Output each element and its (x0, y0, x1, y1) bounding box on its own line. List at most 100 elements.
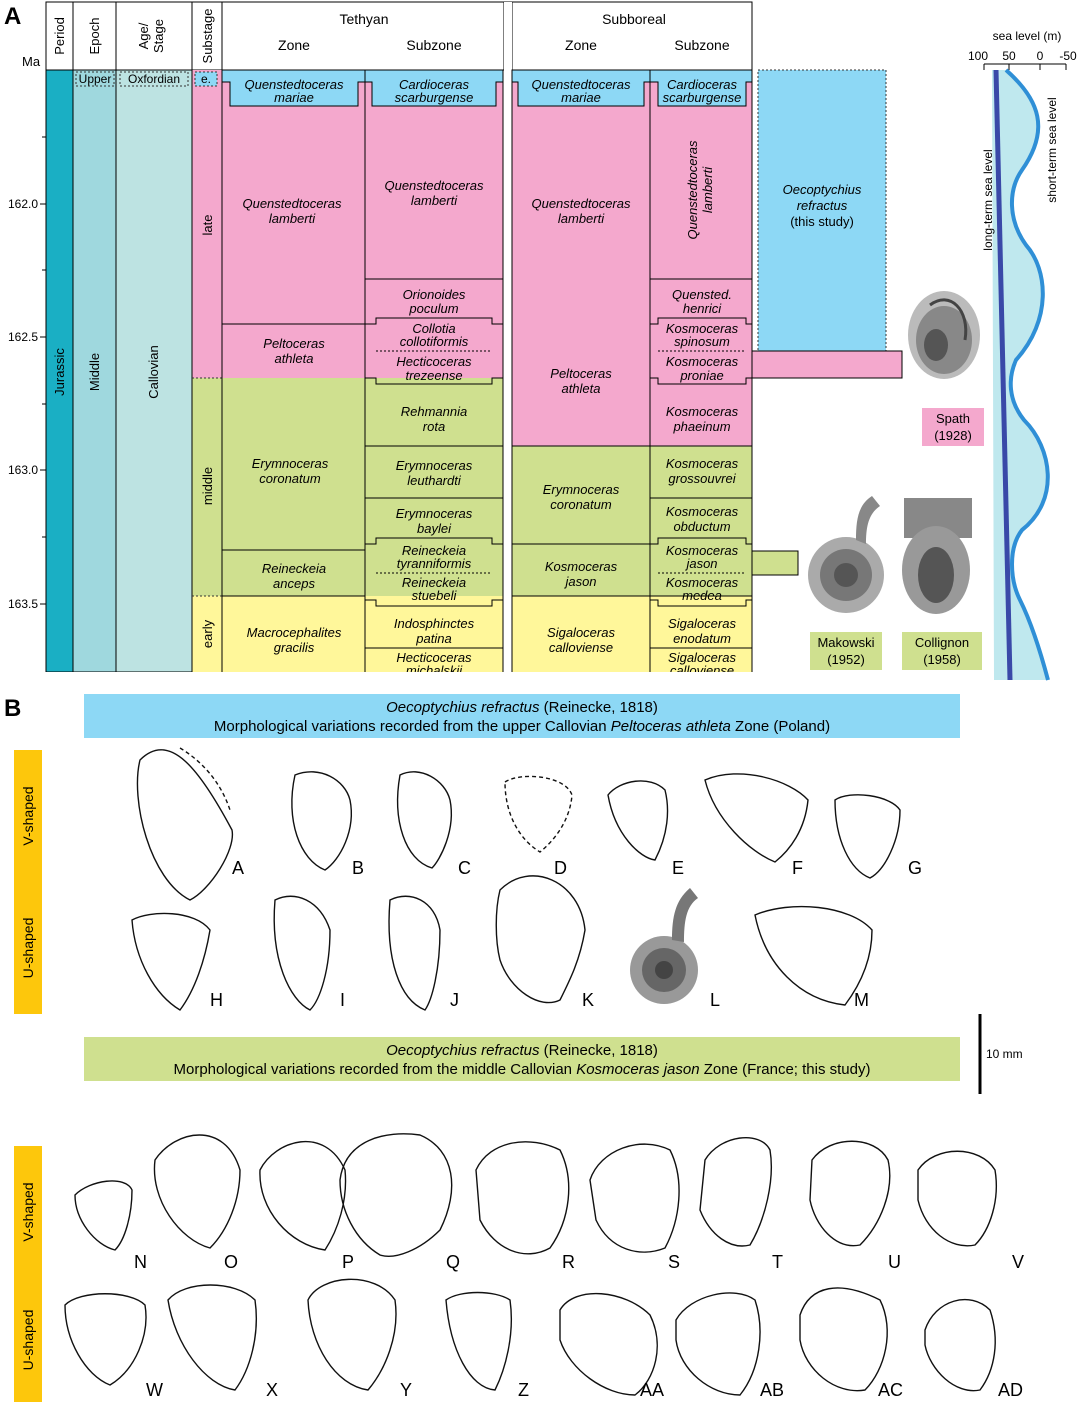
specimen-U: U (888, 1252, 901, 1272)
specimen-A: A (232, 858, 244, 878)
specimen-O: O (224, 1252, 238, 1272)
specimen-N: N (134, 1252, 147, 1272)
subboreal-subzone-9-2: medea (682, 588, 722, 603)
tethyan-subzone-2-2: poculum (408, 301, 458, 316)
substage-early: early (200, 619, 215, 648)
makowski-ref-box (810, 632, 882, 670)
specimen-Y: Y (400, 1380, 412, 1400)
tethyan-subzone-4-1: Hecticoceras (396, 354, 472, 369)
subboreal-subzone-6-2: grossouvrei (668, 471, 736, 486)
subboreal-subzone-2-1: Quensted. (672, 287, 732, 302)
tethyan-subzone-7-1: Erymnoceras (396, 506, 473, 521)
oecoptychius-l2: refractus (797, 198, 848, 213)
tethyan-subzone-8-1: Reineckeia (402, 543, 466, 558)
subboreal-zone-2-2: athleta (561, 381, 600, 396)
banner-france-line2a: Morphological variations recorded from t… (173, 1061, 576, 1078)
banner-poland-line2c: Zone (Poland) (731, 718, 830, 735)
tethyan-subzone-8-2: tyranniformis (397, 556, 472, 571)
header-tethyan-zone: Zone (278, 37, 310, 53)
subboreal-subzone-11-1: Sigaloceras (668, 650, 736, 665)
specimen-S: S (668, 1252, 680, 1272)
tick-162-5: 162.5 (8, 330, 38, 344)
tethyan-zone-anceps-1: Reineckeia (262, 561, 326, 576)
short-term-label: short-term sea level (1045, 97, 1059, 202)
subboreal-subzone-3-1: Kosmoceras (666, 321, 739, 336)
header-substage: Substage (200, 9, 215, 64)
specimen-P: P (342, 1252, 354, 1272)
banner-france (84, 1037, 960, 1081)
specimen-X: X (266, 1380, 278, 1400)
spath-ref-box (922, 408, 984, 446)
tethyan-subzone-1-2: lamberti (411, 193, 458, 208)
substage-e: e. (201, 72, 211, 86)
panel-b-label: B (4, 695, 21, 722)
specimen-F: F (792, 858, 803, 878)
tethyan-zone-mariae-1: Quenstedtoceras (244, 77, 344, 92)
banner-poland-line2a: Morphological variations recorded from t… (214, 718, 611, 735)
specimen-M: M (854, 990, 869, 1010)
tethyan-subzone-6-2: leuthardti (407, 473, 462, 488)
subboreal-subzone-8-2: jason (684, 556, 717, 571)
tethyan-subzone-0-2: scarburgense (395, 90, 474, 105)
ma-label: Ma (22, 54, 41, 69)
tethyan-subzone-3-2: collotiformis (400, 334, 469, 349)
tick-163-5: 163.5 (8, 597, 38, 611)
oecoptychius-l3: (this study) (790, 214, 854, 229)
subboreal-subzone-1-2: lamberti (700, 166, 715, 213)
epoch-label: Middle (87, 353, 102, 391)
specimen-D: D (554, 858, 567, 878)
sea-tick-0: 0 (1037, 49, 1044, 63)
makowski-year: (1952) (827, 652, 865, 667)
header-tethyan: Tethyan (339, 11, 388, 27)
banner-france-line2c: Zone (France; this study) (700, 1061, 871, 1078)
spath-name: Spath (936, 411, 970, 426)
specimen-Z: Z (518, 1380, 529, 1400)
tethyan-zone-coronatum-1: Erymnoceras (252, 456, 329, 471)
tethyan-zone-gracilis-1: Macrocephalites (247, 625, 342, 640)
subboreal-zone-3-1: Erymnoceras (543, 482, 620, 497)
specimen-AD: AD (998, 1380, 1023, 1400)
subboreal-subzone-10-1: Sigaloceras (668, 616, 736, 631)
subboreal-subzone-5-2: phaeinum (672, 419, 730, 434)
panel-a-label: A (4, 3, 21, 30)
subboreal-subzone-9-1: Kosmoceras (666, 575, 739, 590)
makowski-name: Makowski (817, 635, 874, 650)
specimen-B: B (352, 858, 364, 878)
subboreal-subzone-7-2: obductum (673, 519, 730, 534)
svg-text:Oecoptychius refractus (Reinec: Oecoptychius refractus (Reinecke, 1818) (386, 1042, 658, 1059)
long-term-sea-level-line (993, 69, 1013, 681)
stage-column (115, 69, 193, 673)
specimen-J: J (450, 990, 459, 1010)
subboreal-zone-0-1: Quenstedtoceras (531, 77, 631, 92)
period-label: Jurassic (52, 348, 67, 396)
subboreal-subzone-0-2: scarburgense (663, 90, 742, 105)
header-age1: Age/ (136, 22, 151, 49)
banner-poland-species: Oecoptychius refractus (386, 699, 540, 716)
specimen-E: E (672, 858, 684, 878)
tethyan-subzone-6-1: Erymnoceras (396, 458, 473, 473)
u-shaped-label-1: U-shaped (20, 918, 36, 979)
subboreal-subzone-0-1: Cardioceras (667, 77, 738, 92)
svg-text:Morphological variations recor: Morphological variations recorded from t… (214, 718, 830, 735)
collignon-ref-box (902, 632, 982, 670)
specimen-H: H (210, 990, 223, 1010)
v-shaped-label-1: V-shaped (20, 786, 36, 845)
header-period: Period (52, 17, 67, 55)
tethyan-subzone-2-1: Orionoides (403, 287, 466, 302)
collignon-name: Collignon (915, 635, 969, 650)
sea-tick-100: 100 (968, 49, 988, 63)
specimen-G: G (908, 858, 922, 878)
tethyan-zone-lamberti-1: Quenstedtoceras (242, 196, 342, 211)
tethyan-zone-mariae-2: mariae (274, 90, 314, 105)
tethyan-subzone-1-1: Quenstedtoceras (384, 178, 484, 193)
collignon-year: (1958) (923, 652, 961, 667)
subboreal-subzone-4-2: proniae (679, 368, 723, 383)
tethyan-subzone-11-1: Hecticoceras (396, 650, 472, 665)
header-epoch: Epoch (87, 18, 102, 55)
subboreal-subzone-2-2: henrici (683, 301, 722, 316)
subboreal-zone-5-2: calloviense (549, 640, 613, 655)
oecoptychius-range-box (757, 69, 887, 353)
banner-france-species: Oecoptychius refractus (386, 1042, 540, 1059)
substage-middle: middle (200, 467, 215, 505)
